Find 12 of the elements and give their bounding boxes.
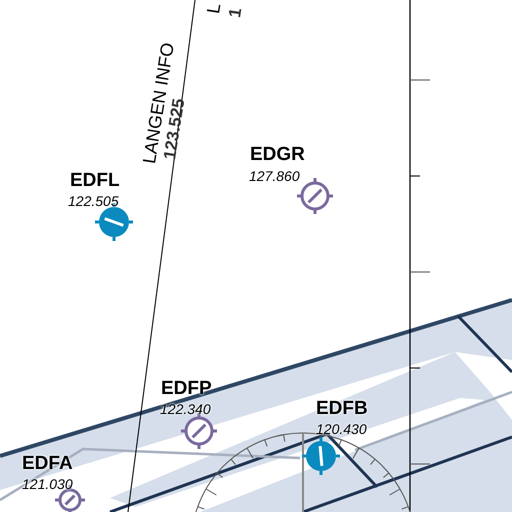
radio-frequency: 127.860: [249, 168, 300, 184]
aerodrome-identifier: EDFL: [70, 170, 120, 192]
radio-frequency: 120.430: [316, 421, 367, 437]
aerodrome-identifier: EDFB: [316, 398, 368, 420]
radio-frequency: 121.030: [22, 476, 73, 492]
airspace-name: L: [204, 2, 224, 15]
aerodrome-identifier: EDGR: [250, 144, 305, 166]
aerodrome-identifier: EDFP: [161, 378, 212, 400]
radio-frequency: 1: [226, 6, 244, 19]
aerodrome-identifier: EDFA: [22, 453, 73, 475]
radio-frequency: 122.505: [68, 193, 119, 209]
radio-frequency: 122.340: [160, 401, 211, 417]
